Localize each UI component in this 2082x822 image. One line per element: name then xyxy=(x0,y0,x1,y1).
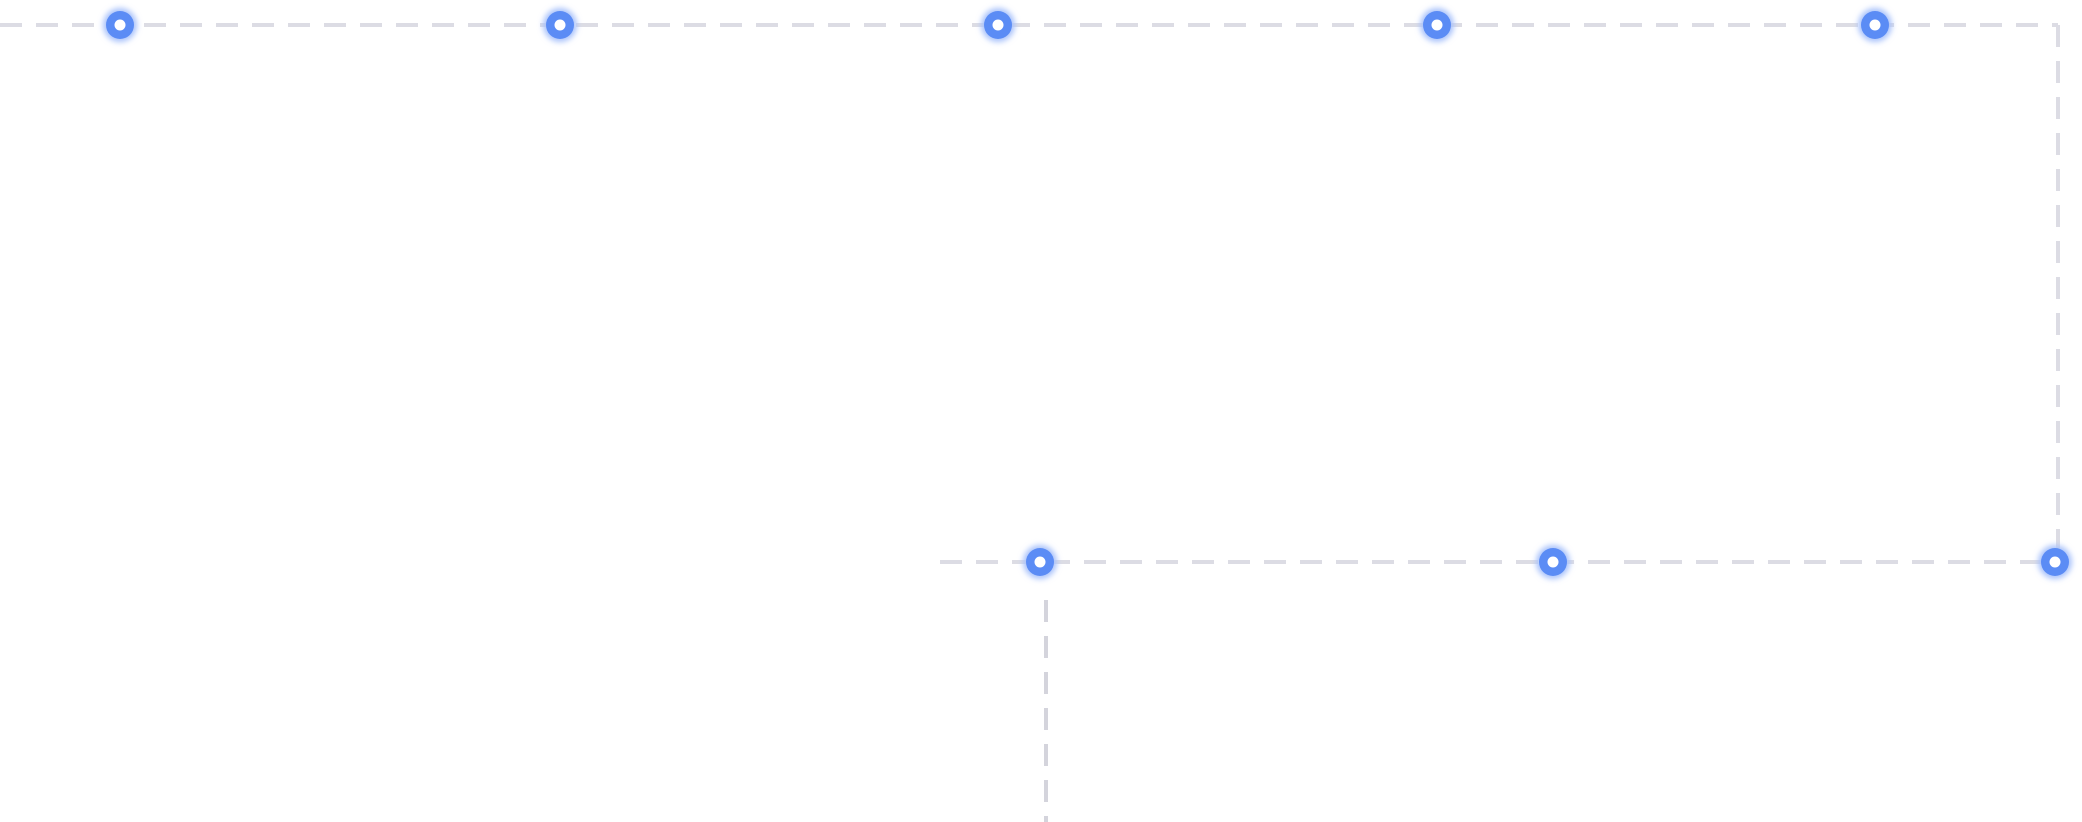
node-center xyxy=(1034,556,1046,568)
timeline-node-3 xyxy=(981,8,1015,42)
timeline-node-8 xyxy=(2038,545,2072,579)
timeline-node-4 xyxy=(1420,8,1454,42)
timeline-node-6 xyxy=(1023,545,1057,579)
timeline-node-1 xyxy=(103,8,137,42)
timeline-node-7 xyxy=(1536,545,1570,579)
timeline-node-2 xyxy=(543,8,577,42)
node-center xyxy=(1547,556,1559,568)
node-center xyxy=(992,19,1004,31)
node-center xyxy=(1431,19,1443,31)
connector-lines xyxy=(0,23,2060,822)
timeline-nodes xyxy=(103,8,2072,579)
node-center xyxy=(114,19,126,31)
timeline-node-5 xyxy=(1858,8,1892,42)
node-center xyxy=(1869,19,1881,31)
node-center xyxy=(554,19,566,31)
node-center xyxy=(2049,556,2061,568)
